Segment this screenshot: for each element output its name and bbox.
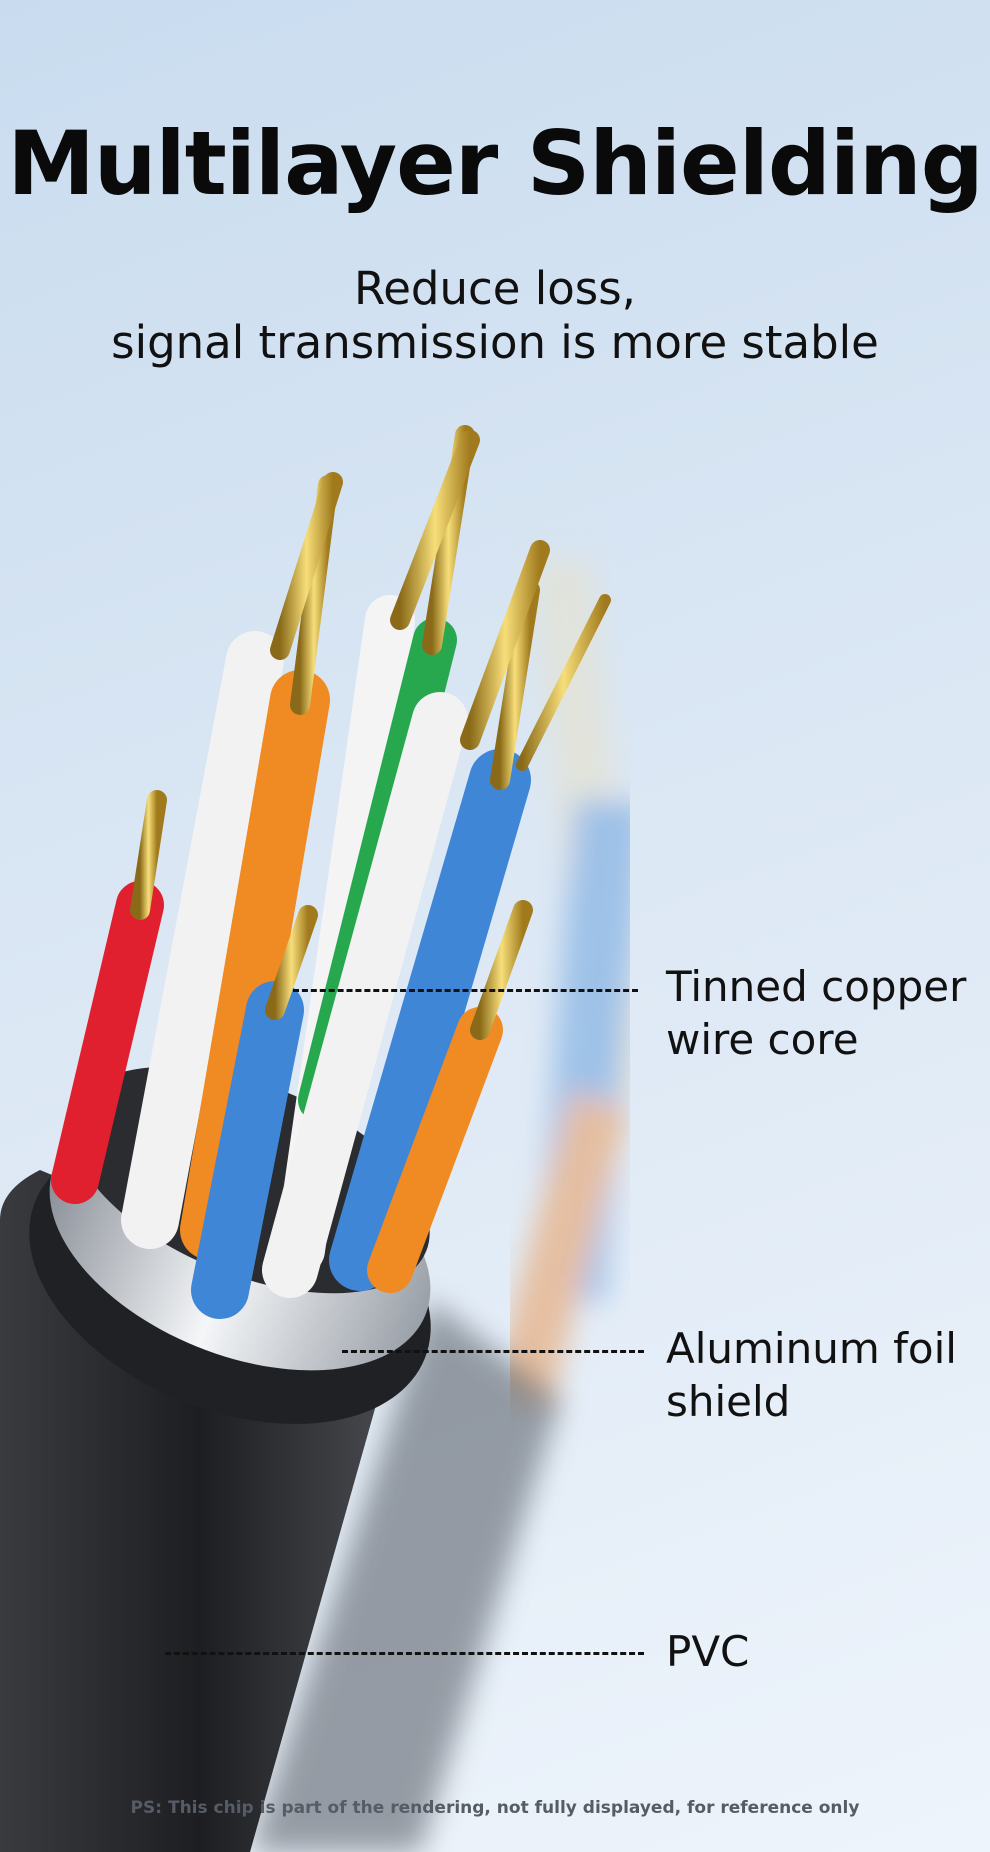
copper-core-label: Tinned copper wire core: [666, 960, 966, 1066]
pvc-callout-line: [165, 1652, 644, 1655]
label-line: Aluminum foil: [666, 1324, 957, 1373]
subtitle-line-2: signal transmission is more stable: [111, 316, 879, 369]
label-line: PVC: [666, 1627, 750, 1676]
subtitle: Reduce loss, signal transmission is more…: [0, 262, 990, 370]
label-line: shield: [666, 1377, 791, 1426]
subtitle-line-1: Reduce loss,: [354, 262, 636, 315]
foil-shield-label: Aluminum foil shield: [666, 1322, 957, 1428]
copper-callout-line: [293, 989, 638, 992]
tinned-copper-cores: [130, 425, 611, 1040]
foil-callout-line: [342, 1350, 644, 1353]
wires: [51, 595, 531, 1319]
label-line: Tinned copper: [666, 962, 967, 1011]
page-title: Multilayer Shielding: [7, 112, 983, 215]
disclaimer-note: PS: This chip is part of the rendering, …: [130, 1798, 860, 1818]
pvc-label: PVC: [666, 1625, 749, 1678]
label-line: wire core: [666, 1015, 859, 1064]
blurred-wires: [491, 556, 650, 1408]
